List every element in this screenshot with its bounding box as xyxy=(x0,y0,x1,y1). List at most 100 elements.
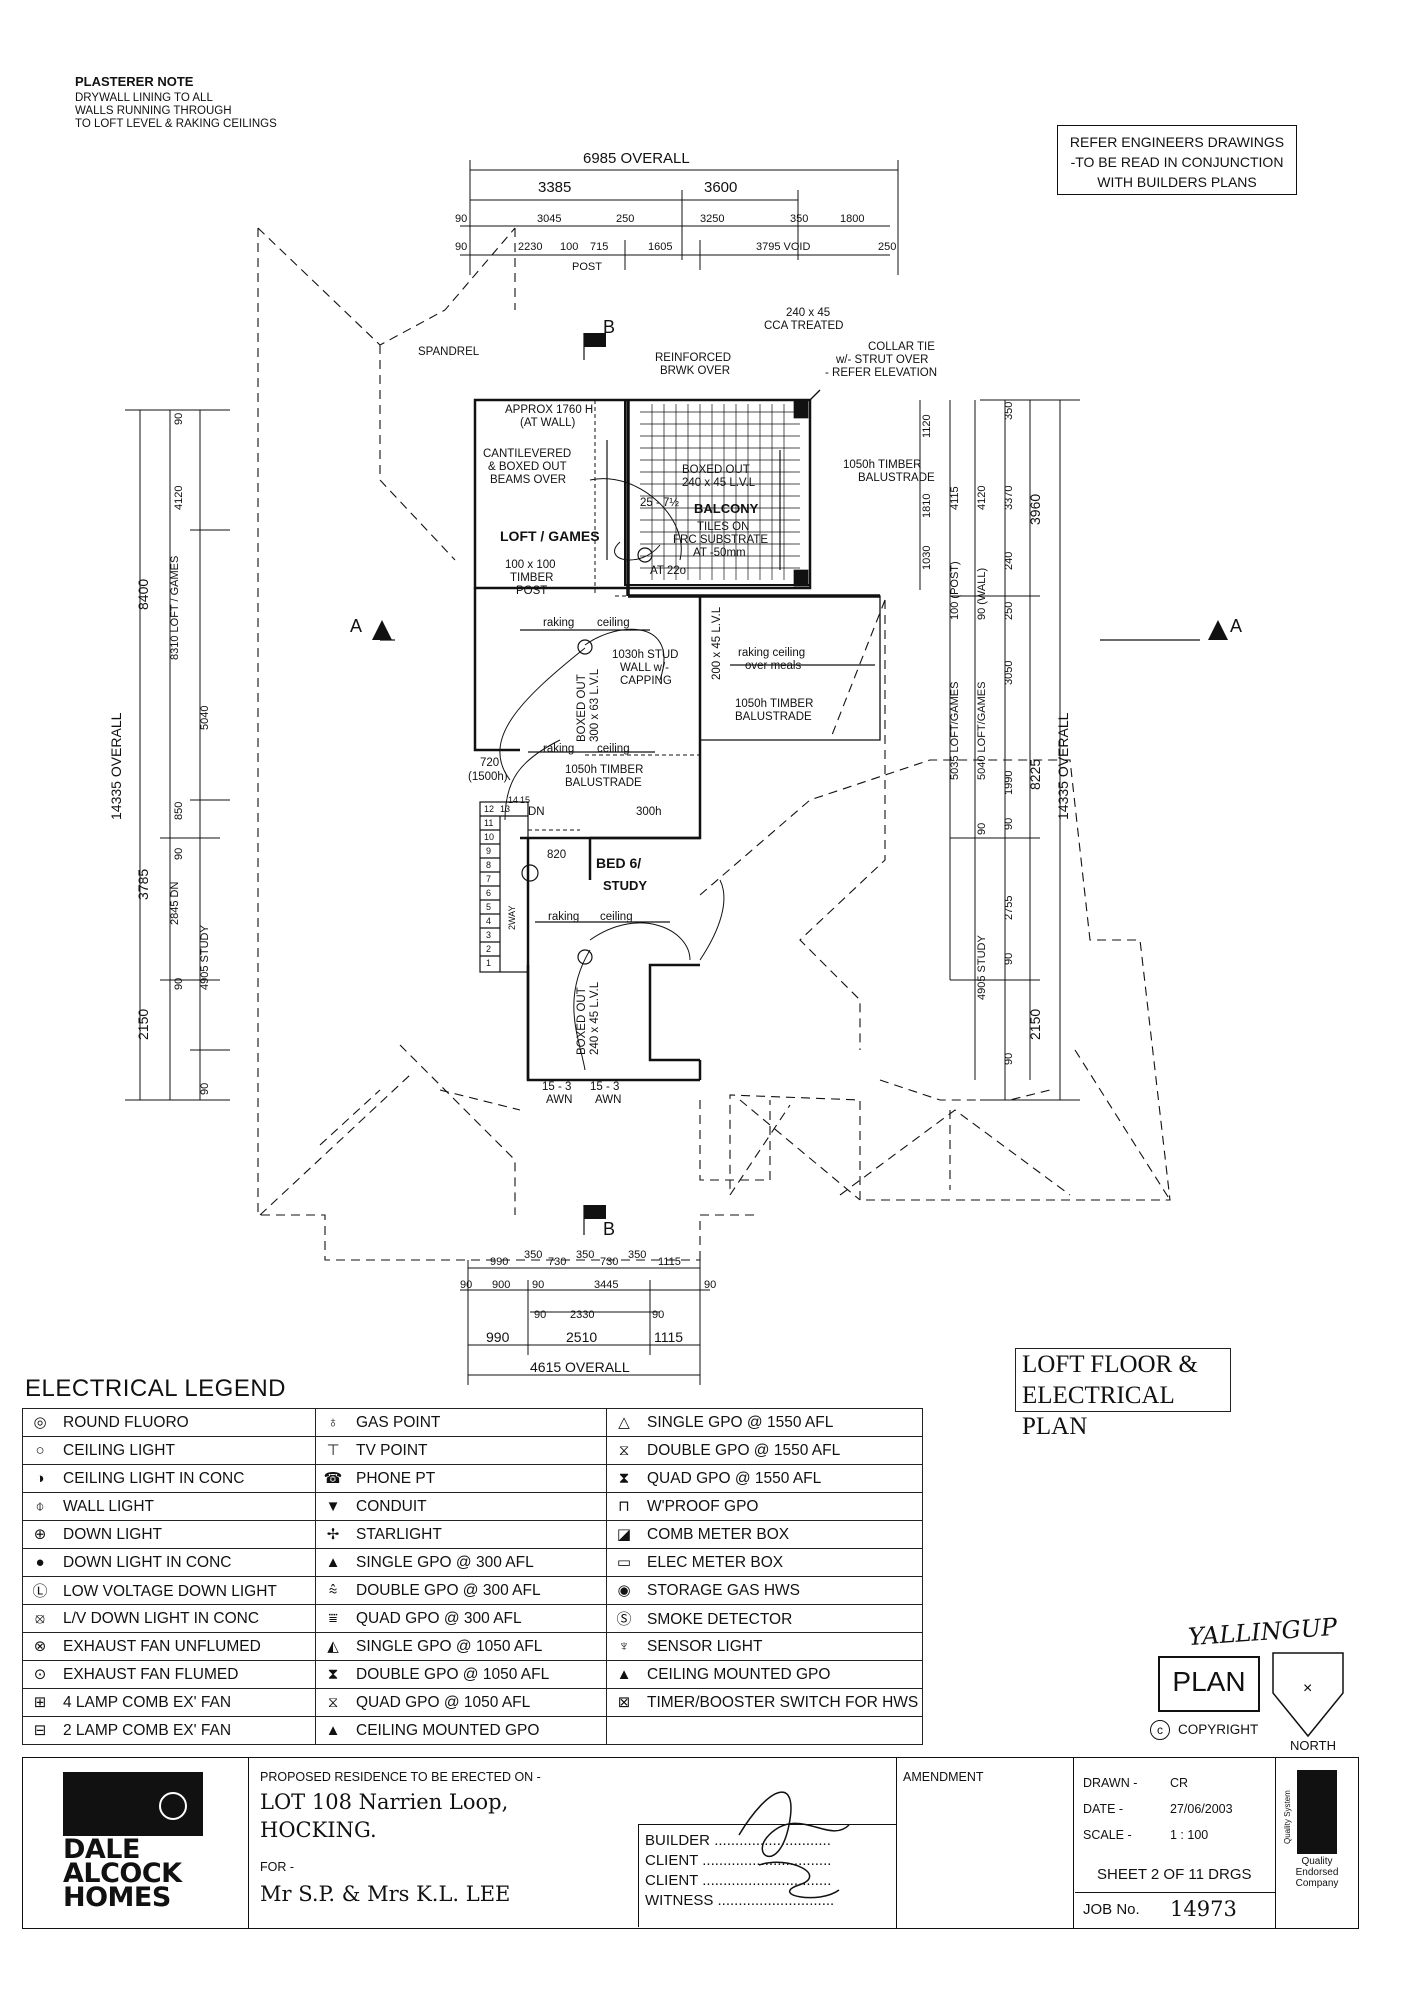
label-loft-games: LOFT / GAMES xyxy=(500,528,600,544)
dim-right-inner: 1990 xyxy=(1003,771,1015,795)
legend-cell xyxy=(605,1716,924,1745)
svg-text:×: × xyxy=(1303,1680,1312,1697)
tv-point-icon: ⊤ xyxy=(326,1442,340,1459)
void-outline xyxy=(700,389,881,741)
amendment-label: AMENDMENT xyxy=(903,1770,984,1784)
quality-vertical: Quality System xyxy=(1283,1790,1292,1844)
legend-cell: ◎ROUND FLUORO xyxy=(22,1408,316,1437)
down-light-icon: ⊕ xyxy=(33,1526,47,1543)
timer-switch-icon: ⊠ xyxy=(617,1694,631,1711)
stair-number: 9 xyxy=(486,846,491,856)
label-ceiling: ceiling xyxy=(597,617,630,629)
dim-left-inner: 2845 DN xyxy=(169,882,181,925)
dim-left-inner: 90 xyxy=(173,413,185,425)
legend-row: ●DOWN LIGHT IN CONC ▲ SINGLE GPO @ 300 AFL… xyxy=(22,1548,924,1577)
legend-label: GAS POINT xyxy=(356,1413,441,1431)
section-markers xyxy=(372,333,1228,1219)
dim-left-inner: 4905 STUDY xyxy=(199,925,211,990)
dim-right-inner: 90 xyxy=(1003,1053,1015,1065)
label-tiles: TILES ON xyxy=(697,521,749,533)
legend-label: 2 LAMP COMB EX' FAN xyxy=(63,1722,232,1739)
label-raking: raking xyxy=(543,617,574,629)
drawn-value: CR xyxy=(1170,1776,1189,1790)
dim-top2-2230: 2230 xyxy=(518,241,542,253)
stair-number: 10 xyxy=(484,832,494,842)
legend-label: SINGLE GPO @ 300 AFL xyxy=(356,1553,534,1571)
label-720: (1500h) xyxy=(468,771,508,783)
label-pitch: 25 - 7½ xyxy=(640,497,679,509)
dim-top-3385: 3385 xyxy=(538,179,571,196)
legend-cell: ▭ELEC METER BOX xyxy=(605,1548,924,1577)
legend-label: CEILING LIGHT xyxy=(63,1441,175,1459)
label-timber-bal-1: 1050h TIMBER xyxy=(843,459,921,471)
plan-title-line: ELECTRICAL PLAN xyxy=(1022,1382,1174,1440)
date-label: DATE - xyxy=(1083,1802,1124,1816)
label-ceiling: ceiling xyxy=(597,743,630,755)
stair-number: 5 xyxy=(486,902,491,912)
stair-number: 1 xyxy=(486,958,491,968)
dim-bottom2: 90 xyxy=(704,1279,716,1291)
label-raking-meals: over meals xyxy=(745,660,801,672)
label-approx: APPROX 1760 H xyxy=(505,404,593,416)
section-lines xyxy=(380,333,1200,1235)
label-spandrel: SPANDREL xyxy=(418,346,480,358)
dim-right-inner: 90 xyxy=(1003,818,1015,830)
legend-cell: ⦻L/V DOWN LIGHT IN CONC xyxy=(22,1604,316,1633)
dim-top-3600: 3600 xyxy=(704,179,737,196)
dim-right-a: 5035 LOFT/GAMES xyxy=(949,682,961,780)
label-timber-bal-2: BALUSTRADE xyxy=(735,711,812,723)
for-label: FOR - xyxy=(260,1860,295,1874)
legend-cell: ○ CEILING LIGHT xyxy=(22,1436,316,1465)
legend-cell: ◑CEILING LIGHT IN CONC xyxy=(22,1464,316,1493)
ceiling-light-icon: ○ xyxy=(35,1441,45,1459)
label-study: STUDY xyxy=(603,878,647,893)
electrical-legend-table: ◎ROUND FLUORO♁GAS POINT△SINGLE GPO @ 155… xyxy=(22,1408,924,1745)
label-timber-bal-3: BALUSTRADE xyxy=(565,777,642,789)
section-a-left: A xyxy=(350,616,362,636)
legend-label: LOW VOLTAGE DOWN LIGHT xyxy=(63,1583,277,1600)
legend-cell: ◭SINGLE GPO @ 1050 AFL xyxy=(315,1632,607,1661)
dim-left-inner: 4120 xyxy=(173,486,185,510)
label-awn: AWN xyxy=(595,1094,621,1106)
legend-label: ROUND FLUORO xyxy=(63,1414,189,1431)
plan-title-line: LOFT FLOOR & xyxy=(1022,1351,1198,1378)
dim-top-overall: 6985 OVERALL xyxy=(583,150,690,167)
double-gpo-300-icon: ⩯ xyxy=(328,1581,338,1599)
dim-bottom1: 730 xyxy=(548,1256,566,1268)
legend-cell: ●DOWN LIGHT IN CONC xyxy=(22,1548,316,1577)
stair-number: 11 xyxy=(484,818,493,828)
legend-cell: ⊠TIMER/BOOSTER SWITCH FOR HWS xyxy=(605,1688,924,1717)
label-collar: w/- STRUT OVER xyxy=(835,354,928,366)
stair-number: 12 xyxy=(484,804,494,814)
single-gpo-1550-icon: △ xyxy=(618,1414,630,1431)
project-cell: PROPOSED RESIDENCE TO BE ERECTED ON - LO… xyxy=(248,1758,897,1928)
label-raking-meals: raking ceiling xyxy=(738,647,805,659)
legend-label: COMB METER BOX xyxy=(647,1526,790,1543)
stair-number: 6 xyxy=(486,888,491,898)
legend-row: ⊗EXHAUST FAN UNFLUMED◭SINGLE GPO @ 1050 … xyxy=(22,1632,924,1661)
legend-label: CEILING MOUNTED GPO xyxy=(356,1721,540,1739)
dim-right-inner: 3050 xyxy=(1003,661,1015,685)
exhaust-fan-unflumed-icon: ⊗ xyxy=(33,1638,47,1655)
dim-bottom1: 990 xyxy=(490,1256,508,1268)
label-boxed-bot: 240 x 45 L.V.L xyxy=(589,981,601,1055)
plan-stamp: PLAN xyxy=(1158,1656,1260,1712)
date-value: 27/06/2003 xyxy=(1170,1802,1233,1816)
label-post: TIMBER xyxy=(510,572,553,584)
dim-left-inner: 90 xyxy=(173,848,185,860)
dimension-lines xyxy=(125,160,1080,1385)
label-ceiling: ceiling xyxy=(600,911,633,923)
label-stud-wall: 1030h STUD xyxy=(612,649,678,661)
signature-box: BUILDER ............................ CLI… xyxy=(638,1791,896,1927)
dim-right-inner: 3370 xyxy=(1003,486,1015,510)
single-gpo-300-icon: ▲ xyxy=(325,1553,341,1571)
legend-cell: ⊗EXHAUST FAN UNFLUMED xyxy=(22,1632,316,1661)
label-balcony: BALCONY xyxy=(694,501,759,516)
refer-note-line: -TO BE READ IN CONJUNCTION xyxy=(1070,154,1284,170)
dim-bottom1: 730 xyxy=(600,1256,618,1268)
dim-bottom2: 90 xyxy=(460,1279,472,1291)
legend-cell: ◪COMB METER BOX xyxy=(605,1520,924,1549)
